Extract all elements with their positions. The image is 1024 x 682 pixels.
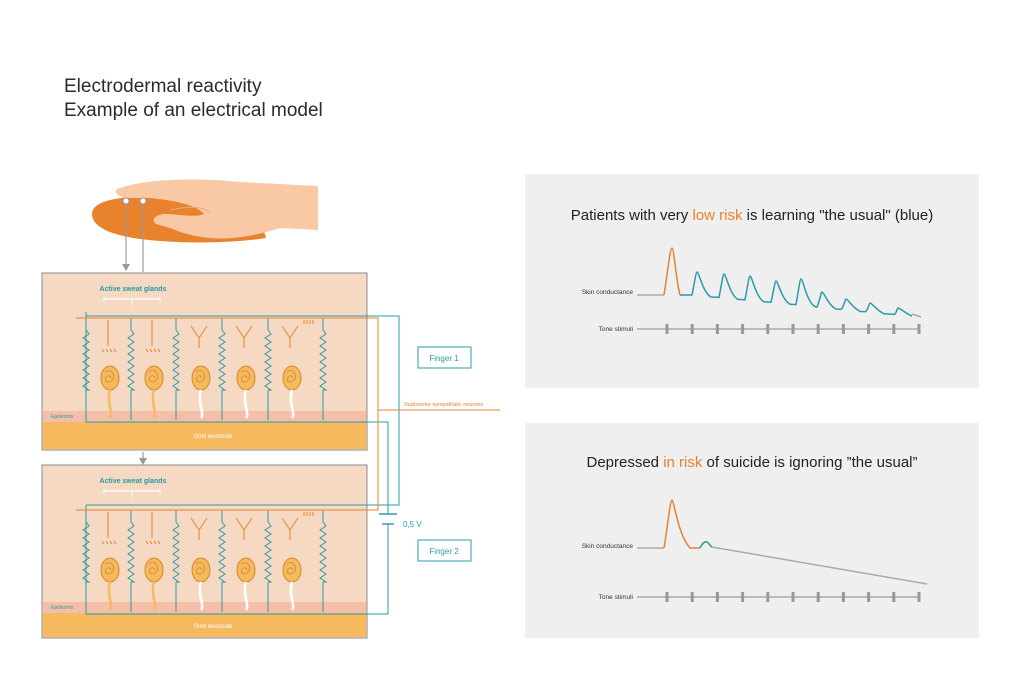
tone-stimulus-mark [690,324,694,334]
epidermis-label-1: Epidermis [51,414,74,420]
tone-stimulus-mark [816,324,820,334]
tone-stimulus-mark [741,592,745,602]
tone-stimulus-mark [715,592,719,602]
tone-stimuli-label-1: Tone stimuli [599,326,633,333]
finger-2-model [41,464,368,639]
epidermis-label-2: Epidermis [51,605,74,611]
tone-stimulus-mark [917,592,921,602]
in-risk-signal-chart: Skin conductance Tone stimuli [582,499,928,602]
tone-stimulus-mark [690,592,694,602]
circuit-wiring [85,312,400,615]
tone-stimulus-mark [841,592,845,602]
tone-stimulus-mark [791,324,795,334]
tone-stimulus-mark [892,324,896,334]
sudomotor-label: Sudomotor sympathatic neurons [404,402,483,408]
svg-text:Finger 2: Finger 2 [429,547,459,556]
skin-conductance-label-1: Skin conductance [582,289,634,296]
gold-electrode-label-1: Gold electrode [193,434,233,440]
low-risk-signal-chart: Skin conductance Tone stimuli [582,247,922,334]
gold-electrode-label-2: Gold electrode [193,624,233,630]
sudomotor-wiring [76,317,500,511]
tone-stimulus-mark [867,324,871,334]
skin-conductance-label-2: Skin conductance [582,543,634,550]
tone-stimulus-mark [816,592,820,602]
finger-1-tag: Finger 1 [417,346,472,369]
tone-stimulus-mark [892,592,896,602]
svg-text:Finger 1: Finger 1 [429,354,459,363]
tone-stimulus-mark [867,592,871,602]
tone-stimulus-mark [841,324,845,334]
finger-2-tag: Finger 2 [417,539,472,562]
title-line-1: Electrodermal reactivity [64,76,262,97]
active-sweat-glands-label-2: Active sweat glands [100,478,167,485]
low-risk-panel-title: Patients with very low risk is learning … [570,207,934,224]
tone-stimulus-mark [917,324,921,334]
tone-stimuli-label-2: Tone stimuli [599,594,633,601]
finger-1-model [41,272,368,451]
tone-stimulus-mark [766,592,770,602]
tone-stimulus-mark [741,324,745,334]
active-sweat-glands-label-1: Active sweat glands [100,286,167,293]
tone-stimulus-mark [665,324,669,334]
tone-stimulus-mark [791,592,795,602]
tone-stimulus-mark [715,324,719,334]
tone-stimulus-mark [766,324,770,334]
in-risk-panel: Depressed in risk of suicide is ignoring… [525,423,979,638]
hand-illustration [92,179,318,243]
tone-stimulus-mark [665,592,669,602]
in-risk-panel-title: Depressed in risk of suicide is ignoring… [586,454,918,471]
title-line-2: Example of an electrical model [64,100,323,121]
voltage-label: 0,5 V [403,520,422,529]
low-risk-panel: Patients with very low risk is learning … [525,174,979,388]
